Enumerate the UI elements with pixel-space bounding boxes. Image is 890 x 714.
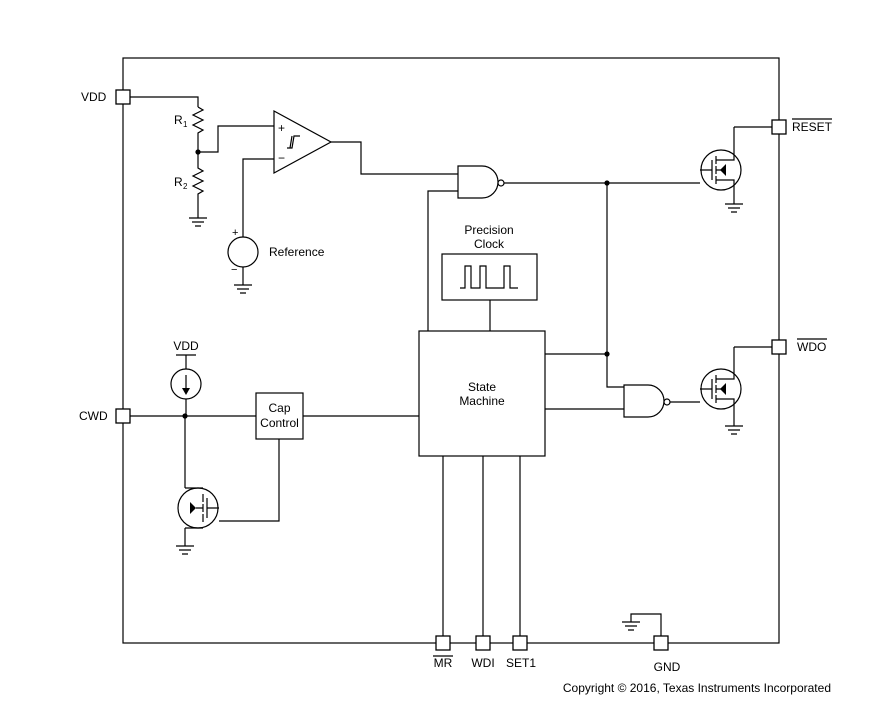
svg-text:Control: Control bbox=[260, 416, 299, 430]
hysteresis-icon bbox=[287, 135, 300, 149]
svg-text:R: R bbox=[174, 113, 183, 127]
svg-text:Cap: Cap bbox=[268, 401, 290, 415]
mosfet-wdo bbox=[700, 347, 742, 426]
ground-symbol bbox=[622, 621, 640, 631]
ground-symbol bbox=[725, 203, 743, 213]
comparator: + − bbox=[273, 109, 333, 175]
svg-text:RESET: RESET bbox=[792, 120, 833, 134]
cap-control-block: Cap Control bbox=[255, 392, 304, 440]
ground-symbol bbox=[189, 217, 207, 227]
ground-symbol bbox=[234, 284, 252, 294]
svg-text:MR: MR bbox=[434, 656, 453, 670]
svg-text:Precision: Precision bbox=[464, 223, 513, 237]
svg-text:Reference: Reference bbox=[269, 245, 325, 259]
ground-symbol bbox=[176, 545, 194, 555]
nand-gate-reset bbox=[457, 165, 505, 199]
resistor-r2: R 2 bbox=[174, 152, 205, 218]
ground-symbol bbox=[725, 425, 743, 435]
svg-text:GND: GND bbox=[654, 660, 681, 674]
svg-text:1: 1 bbox=[183, 120, 188, 129]
svg-text:+: + bbox=[278, 121, 285, 135]
wdi-pin: WDI bbox=[471, 635, 495, 670]
svg-text:State: State bbox=[468, 380, 496, 394]
svg-text:VDD: VDD bbox=[81, 90, 107, 104]
svg-text:+: + bbox=[232, 227, 238, 239]
svg-text:2: 2 bbox=[183, 182, 188, 191]
mosfet-cwd bbox=[177, 487, 219, 529]
svg-text:Clock: Clock bbox=[474, 237, 505, 251]
svg-text:R: R bbox=[174, 175, 183, 189]
reset-pin: RESET bbox=[771, 118, 833, 135]
clock-waveform-icon bbox=[460, 265, 518, 289]
cwd-pin: CWD bbox=[79, 408, 131, 424]
resistor-r1: R 1 bbox=[174, 106, 205, 152]
current-source: VDD bbox=[170, 339, 202, 416]
wdo-pin: WDO bbox=[771, 338, 827, 355]
svg-text:VDD: VDD bbox=[173, 339, 199, 353]
svg-text:−: − bbox=[231, 264, 237, 276]
svg-text:−: − bbox=[278, 151, 285, 165]
svg-text:SET1: SET1 bbox=[506, 656, 536, 670]
svg-text:Machine: Machine bbox=[459, 394, 505, 408]
mosfet-reset bbox=[700, 127, 742, 204]
vdd-pin: VDD bbox=[81, 89, 131, 105]
precision-clock-block: Precision Clock bbox=[441, 223, 538, 301]
svg-text:WDO: WDO bbox=[797, 340, 826, 354]
svg-text:CWD: CWD bbox=[79, 409, 108, 423]
nand-gate-wdo bbox=[623, 384, 671, 418]
gnd-pin: GND bbox=[653, 635, 681, 674]
svg-text:WDI: WDI bbox=[471, 656, 494, 670]
copyright-text: Copyright © 2016, Texas Instruments Inco… bbox=[563, 681, 831, 695]
mr-pin: MR bbox=[433, 635, 453, 670]
set1-pin: SET1 bbox=[506, 635, 536, 670]
state-machine-block: State Machine bbox=[418, 330, 546, 457]
